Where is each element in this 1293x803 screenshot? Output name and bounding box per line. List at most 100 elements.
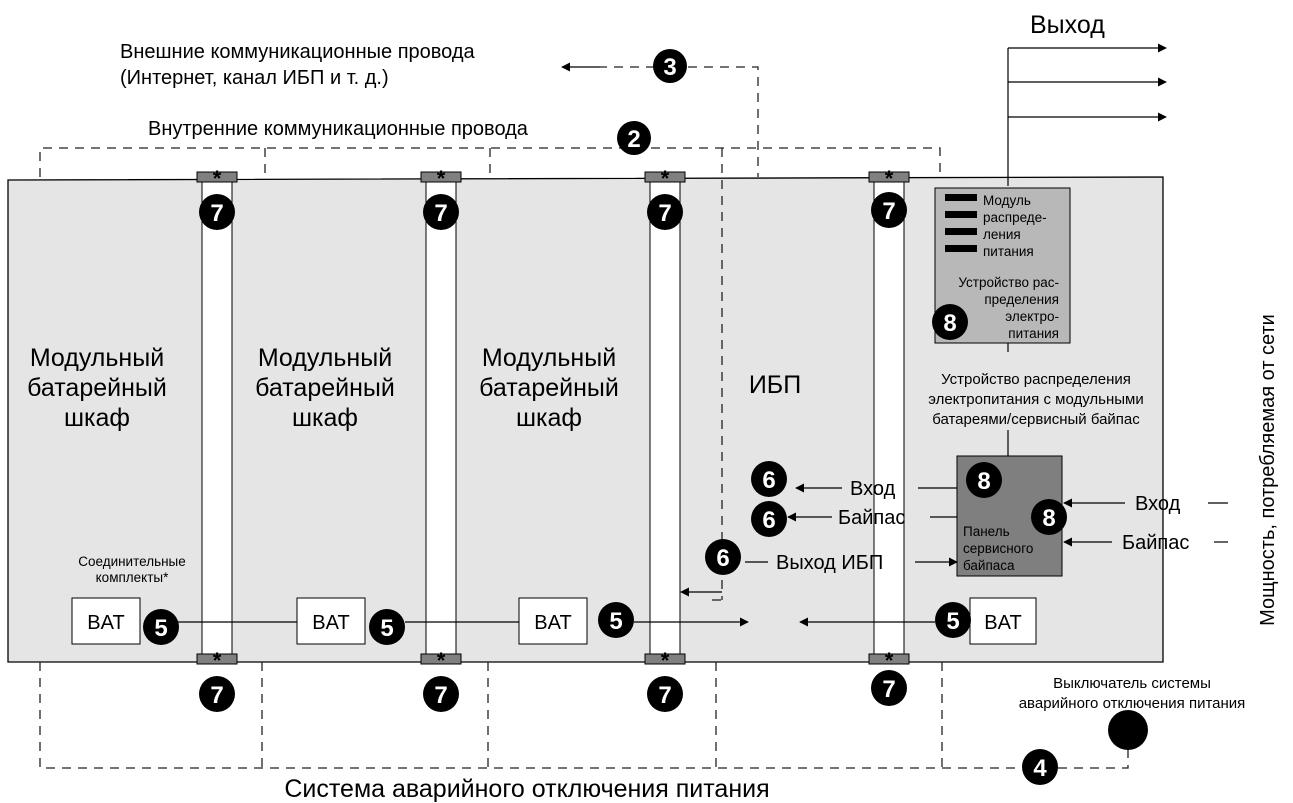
right-io: Вход Байпас xyxy=(1063,493,1228,554)
svg-text:7: 7 xyxy=(658,200,671,227)
badge-7-bottom-1: 7 xyxy=(199,676,235,712)
badge-6-input: 6 xyxy=(751,461,787,497)
svg-text:Модульный: Модульный xyxy=(482,344,616,372)
badge-8-pdu: 8 xyxy=(932,304,968,340)
badges: 3 2 7 7 7 7 7 7 7 7 8 8 8 6 6 6 5 5 5 5 … xyxy=(143,49,1067,785)
pdu-label-1: Устройство рас- xyxy=(958,275,1059,290)
svg-text:8: 8 xyxy=(977,468,990,495)
svg-text:батареями/сервисный байпас: батареями/сервисный байпас xyxy=(932,411,1140,428)
badge-5-3: 5 xyxy=(598,602,634,638)
badge-7-bottom-3: 7 xyxy=(647,676,683,712)
svg-text:*: * xyxy=(213,648,222,673)
right-bypass-label: Байпас xyxy=(1122,532,1189,554)
service-bypass-panel: Панель сервисного байпаса xyxy=(956,455,1063,577)
svg-text:5: 5 xyxy=(380,615,393,642)
svg-text:*: * xyxy=(213,166,222,191)
badge-4: 4 xyxy=(1022,749,1058,785)
output-lines xyxy=(1007,43,1167,186)
epo-system-label: Система аварийного отключения питания xyxy=(284,775,769,803)
svg-text:батарейный: батарейный xyxy=(255,374,395,402)
battery-lines xyxy=(178,587,935,627)
svg-text:2: 2 xyxy=(627,126,640,153)
epo-wires xyxy=(39,662,1129,769)
bat-2-label: BAT xyxy=(312,612,349,634)
badge-7-top-4: 7 xyxy=(871,192,907,228)
pdu-description: Устройство распределения электропитания … xyxy=(928,371,1143,428)
internal-wires xyxy=(39,147,941,601)
bypass-panel-line3: байпаса xyxy=(963,558,1015,573)
svg-text:электропитания с модульными: электропитания с модульными xyxy=(928,391,1143,408)
connectors: * * * * * * * * xyxy=(196,166,910,673)
svg-text:5: 5 xyxy=(609,608,622,635)
grid-power-label: Мощность, потребляемая от сети xyxy=(1257,314,1279,626)
svg-text:7: 7 xyxy=(210,200,223,227)
pdm-legend-4: питания xyxy=(983,244,1034,259)
svg-text:шкаф: шкаф xyxy=(64,404,130,432)
svg-text:батарейный: батарейный xyxy=(27,374,167,402)
internal-wires-label: Внутренние коммуникационные провода xyxy=(148,118,529,140)
svg-text:5: 5 xyxy=(154,615,167,642)
epo-switch-line1: Выключатель системы xyxy=(1053,675,1211,692)
epo-switch-icon xyxy=(1108,710,1148,750)
svg-text:3: 3 xyxy=(663,54,676,81)
bypass-panel-line2: сервисного xyxy=(963,541,1033,556)
svg-text:шкаф: шкаф xyxy=(516,404,582,432)
connect-kits-line2: комплекты* xyxy=(96,570,169,585)
badge-7-top-1: 7 xyxy=(199,194,235,230)
ups-output-label: Выход ИБП xyxy=(776,552,883,574)
external-wires-line1: Внешние коммуникационные провода xyxy=(120,41,476,63)
svg-text:6: 6 xyxy=(762,507,775,534)
badge-6-ups-output: 6 xyxy=(705,539,741,575)
epo-switch-line2: аварийного отключения питания xyxy=(1019,695,1246,712)
svg-text:4: 4 xyxy=(1033,755,1047,782)
svg-text:6: 6 xyxy=(716,545,729,572)
svg-text:*: * xyxy=(437,648,446,673)
bat-4-label: BAT xyxy=(984,612,1021,634)
pdu-label-4: питания xyxy=(1008,326,1059,341)
svg-text:8: 8 xyxy=(943,310,956,337)
badge-5-2: 5 xyxy=(369,609,405,645)
svg-text:Модульный: Модульный xyxy=(30,344,164,372)
svg-text:6: 6 xyxy=(762,467,775,494)
external-wire xyxy=(561,62,759,177)
svg-text:*: * xyxy=(661,648,670,673)
cabinet-label-2: Модульный батарейный шкаф xyxy=(255,344,395,432)
svg-text:батарейный: батарейный xyxy=(479,374,619,402)
svg-text:*: * xyxy=(885,166,894,191)
svg-text:*: * xyxy=(885,648,894,673)
cabinet-label-3: Модульный батарейный шкаф xyxy=(479,344,619,432)
bypass-panel-line1: Панель xyxy=(963,524,1010,539)
svg-text:*: * xyxy=(437,166,446,191)
svg-text:Модульный: Модульный xyxy=(258,344,392,372)
bat-1-label: BAT xyxy=(87,612,124,634)
badge-8-panel-right: 8 xyxy=(1031,499,1067,535)
pdm-legend-1: Модуль xyxy=(983,193,1031,208)
pdu-label-2: пределения xyxy=(984,292,1059,307)
left-input-label: Вход xyxy=(850,478,896,500)
svg-text:7: 7 xyxy=(658,682,671,709)
svg-text:7: 7 xyxy=(434,682,447,709)
connection-strips xyxy=(201,179,905,663)
svg-text:7: 7 xyxy=(210,682,223,709)
pdm-legend-3: ления xyxy=(983,227,1021,242)
svg-text:шкаф: шкаф xyxy=(292,404,358,432)
badge-6-bypass: 6 xyxy=(751,501,787,537)
badge-8-panel-top: 8 xyxy=(966,462,1002,498)
badge-2: 2 xyxy=(617,121,651,155)
badge-7-top-2: 7 xyxy=(423,194,459,230)
svg-text:7: 7 xyxy=(882,198,895,225)
left-io: Вход Байпас Выход ИБП xyxy=(745,478,958,574)
svg-text:*: * xyxy=(661,166,670,191)
badge-5-4: 5 xyxy=(935,602,971,638)
badge-7-bottom-4: 7 xyxy=(871,670,907,706)
svg-text:8: 8 xyxy=(1042,505,1055,532)
badge-5-1: 5 xyxy=(143,609,179,645)
ups-label: ИБП xyxy=(749,371,801,399)
svg-text:7: 7 xyxy=(434,200,447,227)
output-label: Выход xyxy=(1030,11,1105,39)
svg-text:Устройство распределения: Устройство распределения xyxy=(941,371,1131,388)
left-bypass-label: Байпас xyxy=(838,507,905,529)
external-wires-line2: (Интернет, канал ИБП и т. д.) xyxy=(120,67,389,89)
badge-3: 3 xyxy=(653,49,687,83)
